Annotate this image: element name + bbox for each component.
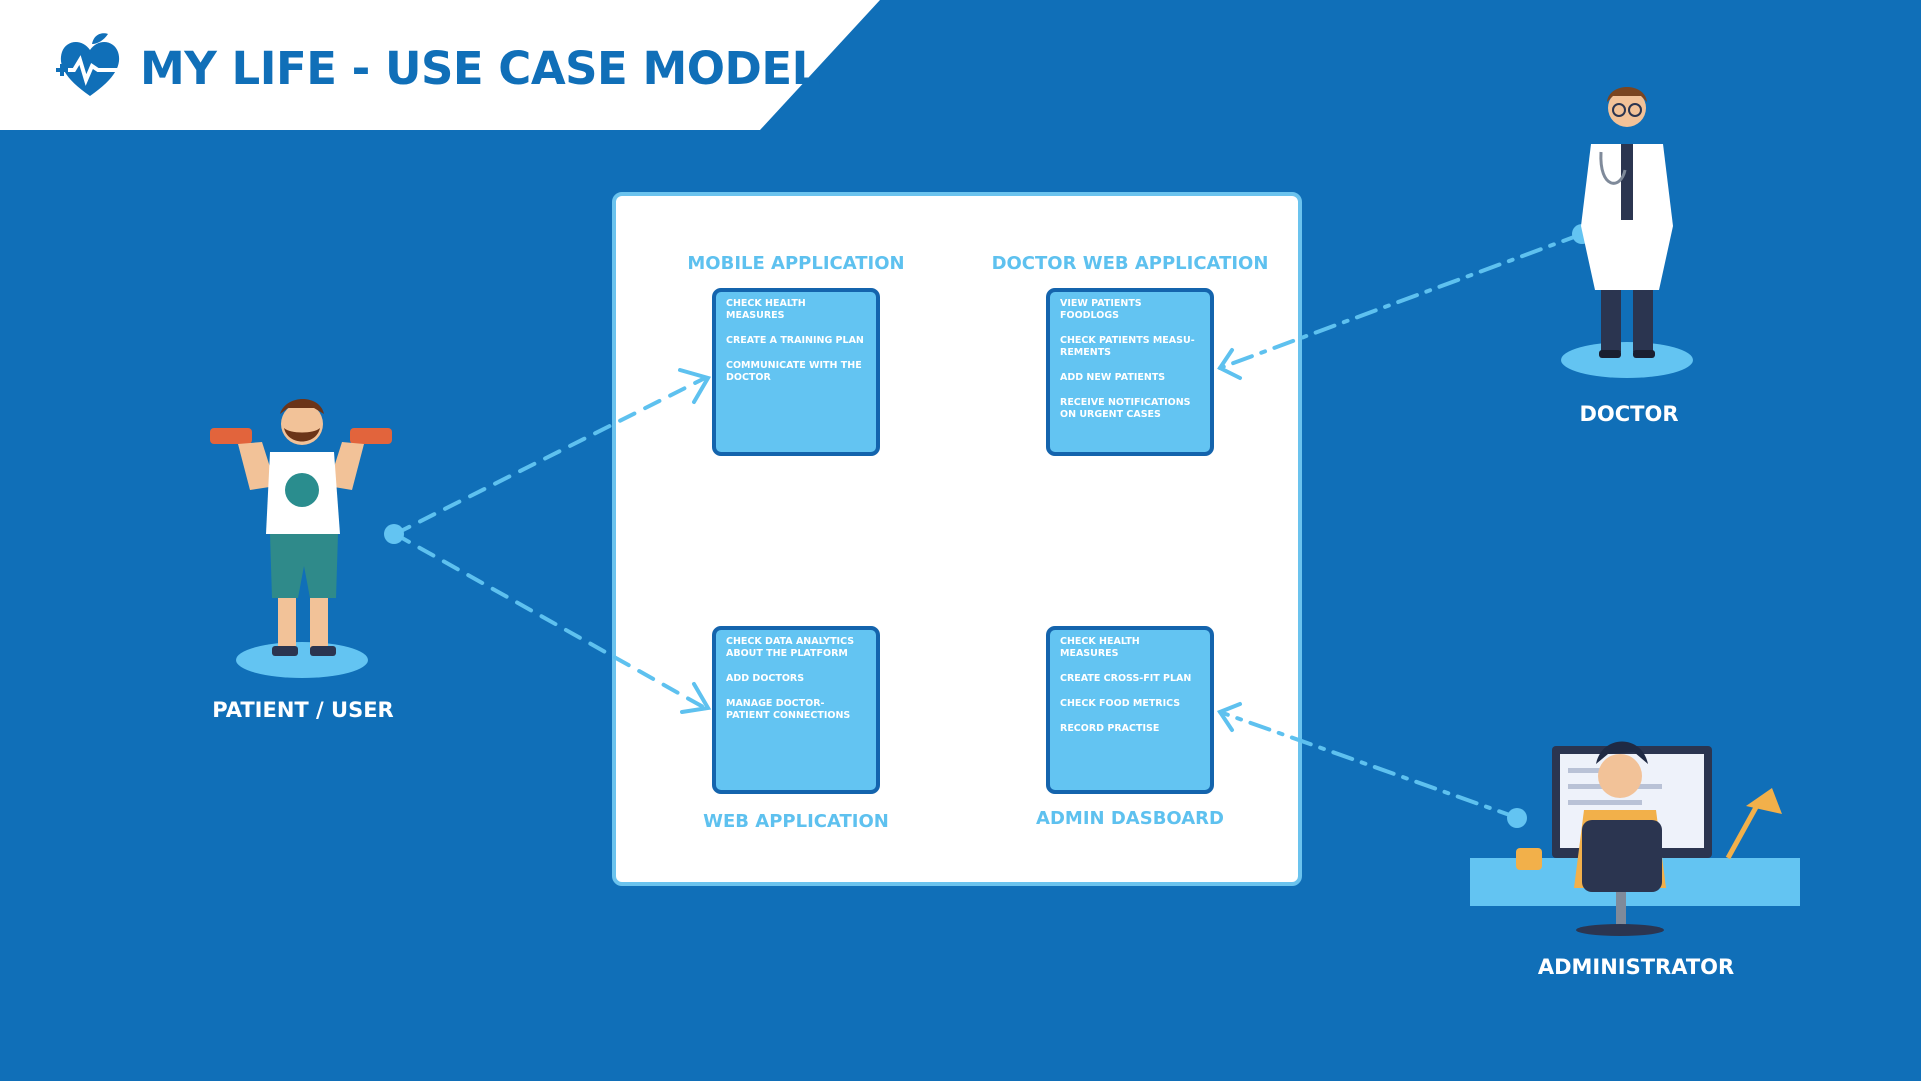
mobile-app-card: CHECK HEALTH MEASURES CREATE A TRAINING …: [712, 288, 880, 456]
actor-label-administrator: ADMINISTRATOR: [1537, 955, 1735, 979]
use-case-item: CHECK HEALTH MEASURES: [726, 298, 806, 321]
use-case-item: CHECK DATA ANALYTICS ABOUT THE PLATFORM: [726, 636, 855, 659]
arrowhead-icon: [1216, 702, 1242, 732]
use-case-item: CREATE A TRAINING PLAN: [726, 335, 864, 346]
connector-patient-mobile: [393, 376, 707, 536]
patient-figure: [210, 399, 392, 678]
use-case-item: COMMUNICATE WITH THE DOCTOR: [726, 360, 862, 383]
connector-doctor-doctorweb: [1218, 232, 1584, 370]
use-case-item: VIEW PATIENTS FOODLOGS: [1060, 298, 1142, 321]
heart-pulse-logo-icon: [56, 33, 120, 96]
web-app-title: WEB APPLICATION: [703, 811, 889, 832]
doctor-figure: [1561, 87, 1693, 378]
use-case-item: MANAGE DOCTOR-PATIENT CONNECTIONS: [726, 698, 851, 721]
admin-dashboard-title: ADMIN DASBOARD: [1036, 808, 1224, 829]
connector-admin-dashboard: [1218, 710, 1520, 820]
web-app-card: CHECK DATA ANALYTICS ABOUT THE PLATFORM …: [712, 626, 880, 794]
connector-patient-web: [393, 532, 707, 710]
use-case-item: RECEIVE NOTIFICATIONS ON URGENT CASES: [1060, 397, 1191, 420]
arrowhead-icon: [1217, 348, 1242, 380]
arrowhead-icon: [680, 682, 712, 714]
administrator-figure: [1470, 741, 1800, 936]
use-case-item: ADD NEW PATIENTS: [1060, 372, 1166, 383]
use-case-item: CHECK HEALTH MEASURES: [1060, 636, 1140, 659]
connector-endpoint: [1507, 808, 1527, 828]
doctor-web-app-title: DOCTOR WEB APPLICATION: [991, 253, 1269, 274]
header-banner: [0, 0, 880, 130]
actor-label-patient: PATIENT / USER: [212, 698, 394, 722]
doctor-web-app-card: VIEW PATIENTS FOODLOGS CHECK PATIENTS ME…: [1046, 288, 1214, 456]
page-title: MY LIFE - USE CASE MODEL: [140, 42, 820, 95]
admin-dashboard-card: CHECK HEALTH MEASURES CREATE CROSS-FIT P…: [1046, 626, 1214, 794]
use-case-item: ADD DOCTORS: [726, 673, 805, 684]
use-case-item: RECORD PRACTISE: [1060, 723, 1160, 734]
use-case-item: CREATE CROSS-FIT PLAN: [1060, 673, 1192, 684]
actor-label-doctor: DOCTOR: [1579, 402, 1679, 426]
arrowhead-icon: [678, 368, 712, 404]
use-case-item: CHECK PATIENTS MEASU- REMENTS: [1060, 335, 1195, 358]
use-case-item: CHECK FOOD METRICS: [1060, 698, 1181, 709]
mobile-app-title: MOBILE APPLICATION: [687, 253, 905, 274]
connector-endpoint: [384, 524, 404, 544]
